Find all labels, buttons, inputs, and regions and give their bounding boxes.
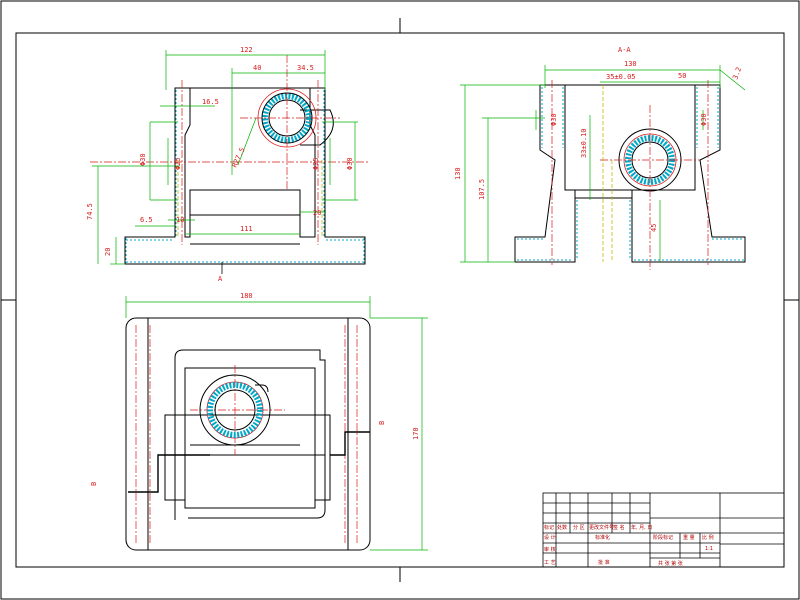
dim-front-phi-right2: Φ30 bbox=[346, 157, 354, 170]
dim-side-height: 130 bbox=[454, 167, 462, 180]
tb-sign: 签 名 bbox=[613, 524, 625, 531]
tb-standard: 标准化 bbox=[595, 534, 610, 541]
section-mark-left: B bbox=[90, 482, 98, 486]
front-view: 122 40 34.5 16.5 Φ30 Φ25 Φ25 Φ30 R27.5 7… bbox=[86, 46, 370, 283]
tb-scale: 比 例 bbox=[702, 534, 714, 541]
dim-side-vert: 33±0.10 bbox=[580, 128, 588, 158]
dim-front-rib: 6.5 bbox=[140, 216, 153, 224]
dim-top-width: 180 bbox=[240, 292, 253, 300]
dim-front-half: 34.5 bbox=[297, 64, 314, 72]
dim-front-height: 74.5 bbox=[86, 203, 94, 220]
tb-process: 工 艺 bbox=[544, 560, 556, 566]
dim-front-phi-right: Φ25 bbox=[312, 157, 320, 170]
title-block: 标记 处数 分 区 更改文件号 签 名 年, 月, 日 设 计 标准化 阶段标记… bbox=[542, 492, 785, 568]
side-view: A-A 130 35±0.05 50 3.2 Φ30 Φ30 130 107.5… bbox=[454, 46, 746, 270]
tb-zone: 分 区 bbox=[573, 524, 585, 531]
dim-front-foot: 20 bbox=[313, 209, 321, 217]
dim-front-offset: 40 bbox=[253, 64, 261, 72]
dim-front-gap: 10 bbox=[176, 216, 184, 224]
tb-approve: 批 准 bbox=[598, 559, 610, 566]
top-view: 180 170 B B bbox=[90, 292, 428, 551]
tb-audit: 审 核 bbox=[544, 546, 556, 553]
dim-side-roughness: 3.2 bbox=[731, 66, 743, 81]
dim-side-phi-right: Φ30 bbox=[700, 113, 708, 126]
dim-front-base: 20 bbox=[104, 248, 112, 256]
tb-designer: 设 计 bbox=[544, 534, 556, 541]
tb-mark: 标记 bbox=[544, 524, 554, 531]
dim-side-phi-left: Φ30 bbox=[550, 113, 558, 126]
dim-side-height2: 107.5 bbox=[478, 179, 486, 200]
dim-front-phi-left: Φ30 bbox=[139, 153, 147, 166]
dim-front-phi-left2: Φ25 bbox=[174, 157, 182, 170]
dim-side-width: 130 bbox=[624, 60, 637, 68]
tb-count: 处数 bbox=[557, 524, 567, 531]
tb-scale-value: 1:1 bbox=[705, 546, 713, 552]
dim-front-radius: R27.5 bbox=[231, 146, 247, 168]
tb-weight: 重 量 bbox=[683, 534, 695, 541]
dim-section-label: A-A bbox=[618, 46, 631, 54]
section-mark: A bbox=[218, 275, 223, 283]
dim-side-low: 45 bbox=[650, 224, 658, 232]
dim-front-width: 122 bbox=[240, 46, 253, 54]
dim-top-depth: 170 bbox=[412, 427, 420, 440]
tb-change-doc: 更改文件号 bbox=[589, 524, 614, 531]
dim-front-wall: 16.5 bbox=[202, 98, 219, 106]
tb-date: 年, 月, 日 bbox=[631, 524, 652, 531]
dim-front-inner: 111 bbox=[240, 225, 253, 233]
section-mark-right: B bbox=[378, 421, 386, 425]
dim-side-right: 50 bbox=[678, 72, 686, 80]
tb-stage: 阶段标记 bbox=[653, 534, 673, 541]
tb-sheets: 共 张 第 张 bbox=[658, 560, 683, 567]
dim-side-offset: 35±0.05 bbox=[606, 73, 636, 81]
